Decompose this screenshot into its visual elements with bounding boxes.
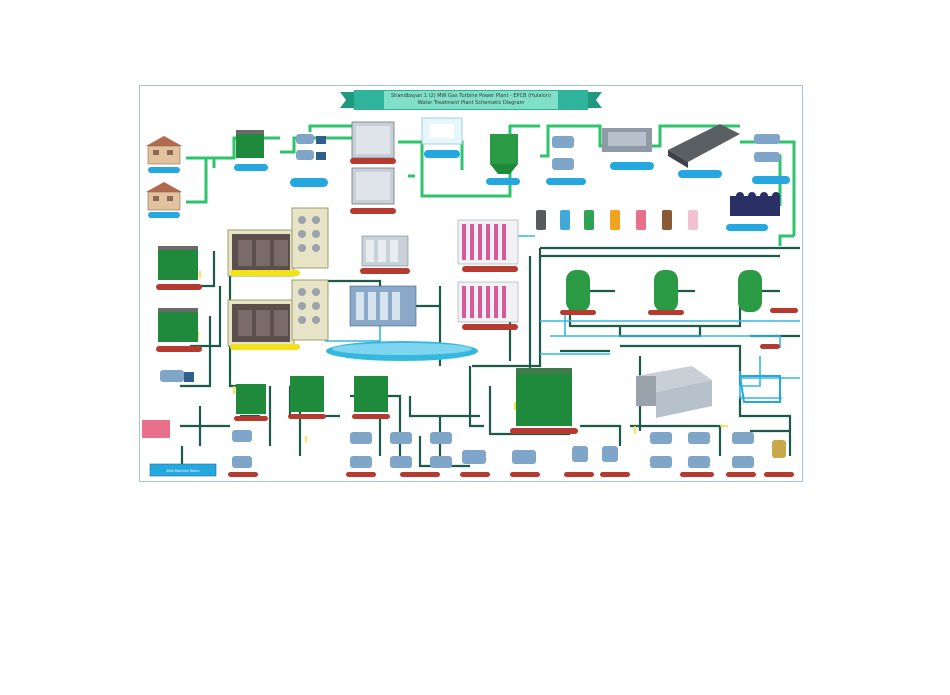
sludge-dewatering — [602, 128, 654, 170]
footer-plate: Well Machine Room — [150, 464, 216, 476]
sand-filter-1 — [350, 122, 396, 164]
ro-tank-left-1 — [156, 246, 202, 290]
ion-exchange-2 — [648, 270, 684, 315]
sand-filter-2 — [350, 168, 396, 214]
ion-exchange-1 — [560, 270, 596, 315]
mm-filter-pumps — [546, 136, 586, 185]
demin-tanks — [234, 376, 390, 421]
water-pool — [326, 341, 478, 361]
pump-station-left — [160, 370, 194, 382]
lift-pumps — [290, 134, 328, 187]
chemical-drums — [536, 210, 698, 230]
left-note — [142, 420, 170, 438]
tank-small — [636, 366, 712, 418]
schematic-frame: Shandbayan 1 (2) MW Gas Turbine Power Pl… — [139, 85, 803, 482]
bottom-pump-tags — [228, 472, 794, 477]
ro-machine-2 — [350, 286, 416, 326]
footer-label: Well Machine Room — [166, 469, 200, 473]
disc-filters — [726, 192, 780, 231]
well-house-2 — [146, 182, 182, 218]
process-diagram: Well Machine Room — [140, 86, 802, 481]
sedimentation-basin — [668, 124, 740, 178]
uf-rack-1 — [458, 220, 518, 272]
control-panel-2 — [292, 280, 328, 340]
storage-tank-large — [510, 368, 578, 434]
edi-skid-1 — [228, 230, 300, 276]
ro-machine-1 — [360, 236, 410, 274]
control-panel-1 — [292, 208, 328, 268]
clarifier-tank — [486, 134, 520, 185]
raw-water-tank — [234, 130, 268, 171]
well-house-1 — [146, 136, 182, 173]
dosing-unit — [422, 118, 462, 158]
edi-skid-2 — [228, 300, 300, 350]
bottom-pumps — [232, 430, 786, 468]
ion-exchange-3 — [738, 270, 798, 349]
